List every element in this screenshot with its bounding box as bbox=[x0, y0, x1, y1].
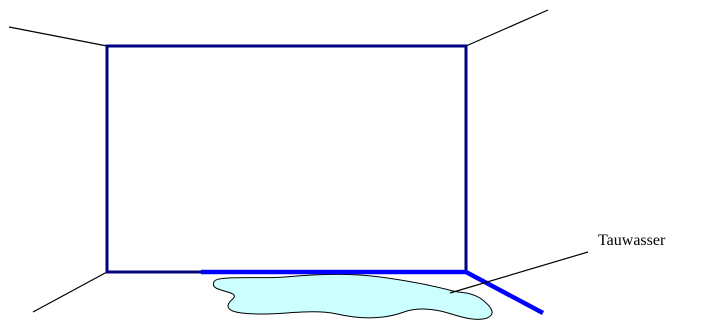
condensation-label: Tauwasser bbox=[598, 232, 666, 249]
condensation-puddle bbox=[213, 274, 492, 319]
back-wall-frame bbox=[107, 46, 466, 272]
edge-line-top-right bbox=[466, 10, 548, 46]
edge-line-bottom-left bbox=[33, 272, 107, 312]
edge-line-top-left bbox=[9, 27, 107, 46]
